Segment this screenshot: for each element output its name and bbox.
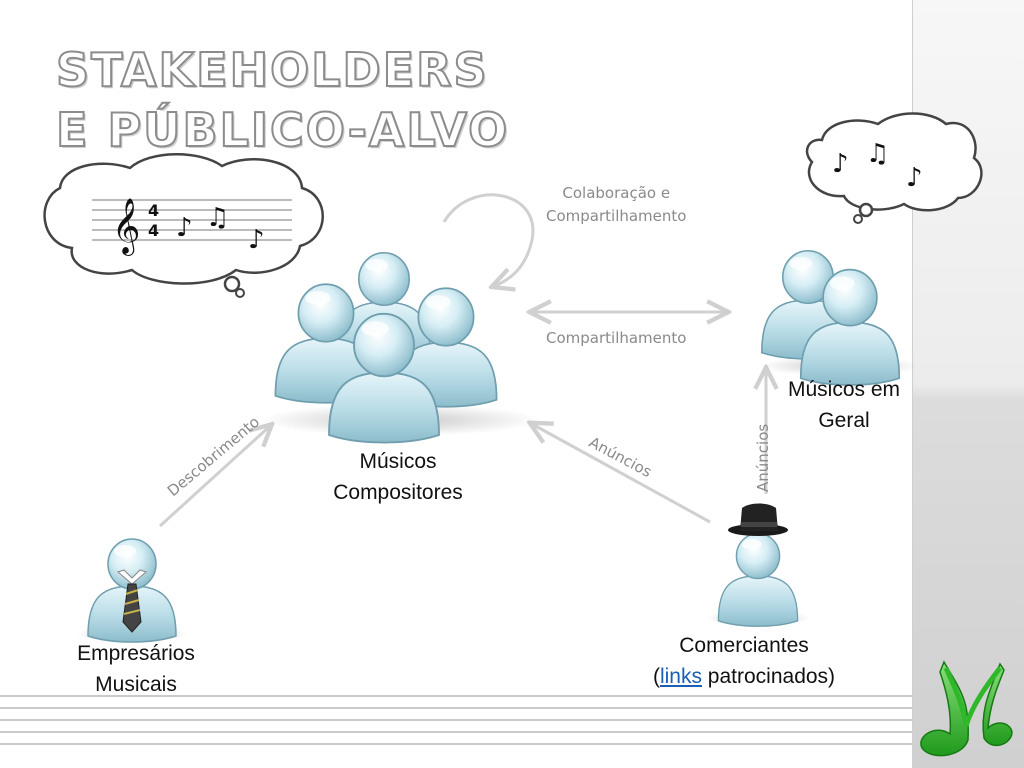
edge-label-collaboration: Colaboração e Compartilhamento — [546, 182, 686, 228]
discovery-arrow — [158, 426, 270, 528]
pair-people-icon — [760, 249, 920, 386]
staff-lines — [0, 695, 912, 745]
node-label-musicians-line1: Músicos em — [787, 378, 901, 401]
music-thought-bubble-icon: 𝄞 4 4 ♪ ♫ ♪ — [43, 153, 324, 298]
page-title: STAKEHOLDERS E PÚBLICO-ALVO — [55, 40, 510, 160]
title-line-2: E PÚBLICO-ALVO — [55, 102, 510, 158]
edge-label-ads-vertical: Anúncios — [754, 423, 772, 492]
node-label-business: Empresários Musicais — [56, 638, 216, 700]
ads-diagonal-arrow — [532, 424, 711, 524]
node-label-musicians-line2: Geral — [818, 409, 870, 432]
svg-text:♫: ♫ — [866, 139, 889, 169]
node-label-merchants-line2: (links patrocinados) — [634, 661, 854, 692]
edge-label-sharing: Compartilhamento — [546, 329, 687, 347]
group-people-icon — [260, 251, 540, 444]
title-line-1: STAKEHOLDERS — [55, 42, 489, 98]
hat-person-icon — [706, 503, 810, 627]
music-notes-bubble-icon: ♪ ♫ ♪ — [805, 112, 983, 224]
edges — [158, 193, 766, 528]
merchants-rest-text: patrocinados) — [701, 665, 836, 688]
edge-label-collaboration-line2: Compartilhamento — [546, 207, 687, 225]
svg-text:4: 4 — [148, 201, 159, 220]
sponsored-links-link[interactable]: links — [659, 665, 702, 688]
businessman-tie-icon — [76, 538, 188, 643]
edge-label-collaboration-line1: Colaboração e — [562, 184, 671, 202]
svg-text:𝄞: 𝄞 — [112, 198, 140, 256]
node-label-business-line1: Empresários — [77, 642, 195, 665]
node-label-composers: Músicos Compositores — [318, 446, 478, 508]
svg-text:♪: ♪ — [832, 149, 849, 179]
svg-text:♪: ♪ — [248, 225, 265, 255]
node-label-composers-line1: Músicos — [359, 450, 437, 473]
node-label-merchants-line1: Comerciantes — [679, 634, 809, 657]
node-label-business-line2: Musicais — [95, 673, 177, 696]
svg-text:♫: ♫ — [206, 203, 229, 233]
node-label-merchants: Comerciantes (links patrocinados) — [634, 630, 854, 692]
svg-text:♪: ♪ — [176, 213, 193, 243]
svg-text:4: 4 — [148, 221, 159, 240]
music-logo-icon — [920, 660, 1013, 757]
node-label-musicians: Músicos em Geral — [774, 374, 914, 436]
svg-text:♪: ♪ — [906, 163, 923, 193]
node-label-composers-line2: Compositores — [333, 481, 463, 504]
collaboration-loop-arrow — [442, 193, 535, 286]
merchants-open-paren: ( — [652, 665, 660, 688]
